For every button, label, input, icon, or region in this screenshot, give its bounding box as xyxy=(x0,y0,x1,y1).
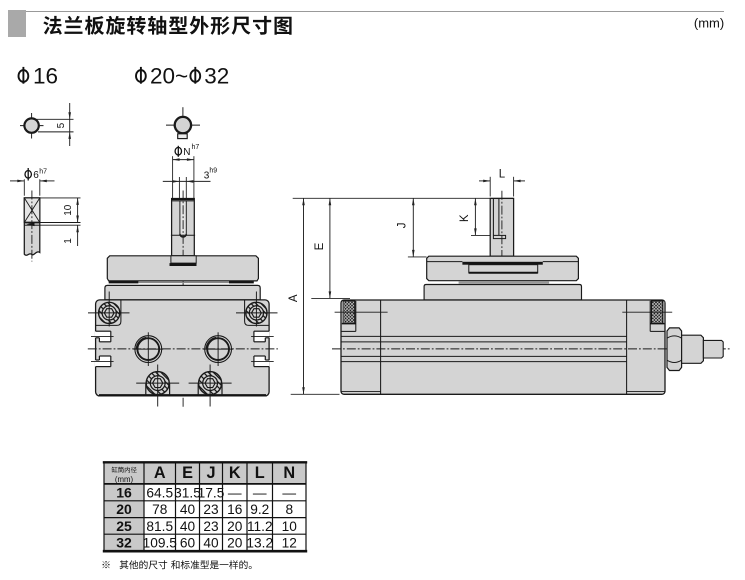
svg-text:—: — xyxy=(228,485,242,500)
svg-text:6: 6 xyxy=(33,170,39,181)
svg-text:31.5: 31.5 xyxy=(174,485,201,500)
svg-text:10: 10 xyxy=(63,204,74,216)
svg-text:—: — xyxy=(253,485,267,500)
svg-text:16: 16 xyxy=(116,484,132,500)
svg-text:h7: h7 xyxy=(39,168,47,175)
svg-text:8: 8 xyxy=(285,502,293,517)
svg-text:3: 3 xyxy=(204,171,210,182)
svg-text:A: A xyxy=(154,464,166,482)
svg-text:h7: h7 xyxy=(192,144,200,151)
svg-text:16: 16 xyxy=(227,502,243,517)
svg-text:10: 10 xyxy=(282,519,298,534)
svg-text:E: E xyxy=(314,242,326,250)
svg-text:109.5: 109.5 xyxy=(143,536,178,551)
svg-text:20: 20 xyxy=(227,519,243,534)
svg-text:20: 20 xyxy=(227,536,243,551)
svg-text:20: 20 xyxy=(116,501,132,517)
svg-text:40: 40 xyxy=(180,519,196,534)
svg-text:12: 12 xyxy=(282,536,297,551)
svg-text:J: J xyxy=(397,223,409,229)
svg-text:11.2: 11.2 xyxy=(247,519,273,534)
svg-text:—: — xyxy=(282,485,296,500)
svg-text:17.5: 17.5 xyxy=(198,485,225,500)
svg-text:h9: h9 xyxy=(209,168,217,175)
svg-text:81.5: 81.5 xyxy=(146,519,173,534)
svg-text:20~: 20~ xyxy=(150,64,188,89)
svg-text:5: 5 xyxy=(56,122,67,128)
svg-text:J: J xyxy=(206,464,215,482)
svg-text:16: 16 xyxy=(33,64,58,89)
svg-text:78: 78 xyxy=(152,502,168,517)
svg-text:64.5: 64.5 xyxy=(146,485,173,500)
svg-text:L: L xyxy=(255,464,265,482)
svg-text:23: 23 xyxy=(203,519,219,534)
svg-text:(mm): (mm) xyxy=(694,16,724,31)
svg-text:60: 60 xyxy=(180,536,196,551)
svg-text:32: 32 xyxy=(116,535,132,551)
svg-text:40: 40 xyxy=(180,502,196,517)
svg-text:(mm): (mm) xyxy=(115,475,134,484)
svg-text:25: 25 xyxy=(116,518,132,534)
svg-text:K: K xyxy=(229,464,241,482)
svg-text:1: 1 xyxy=(63,238,74,244)
svg-text:23: 23 xyxy=(203,502,219,517)
svg-text:9.2: 9.2 xyxy=(250,502,269,517)
svg-text:32: 32 xyxy=(204,64,229,89)
svg-text:E: E xyxy=(182,464,193,482)
svg-text:13.2: 13.2 xyxy=(246,536,273,551)
svg-text:40: 40 xyxy=(203,536,219,551)
svg-text:K: K xyxy=(459,214,471,222)
svg-text:A: A xyxy=(288,294,300,302)
svg-text:L: L xyxy=(499,168,506,180)
svg-text:N: N xyxy=(183,147,190,158)
svg-text:N: N xyxy=(283,464,295,482)
